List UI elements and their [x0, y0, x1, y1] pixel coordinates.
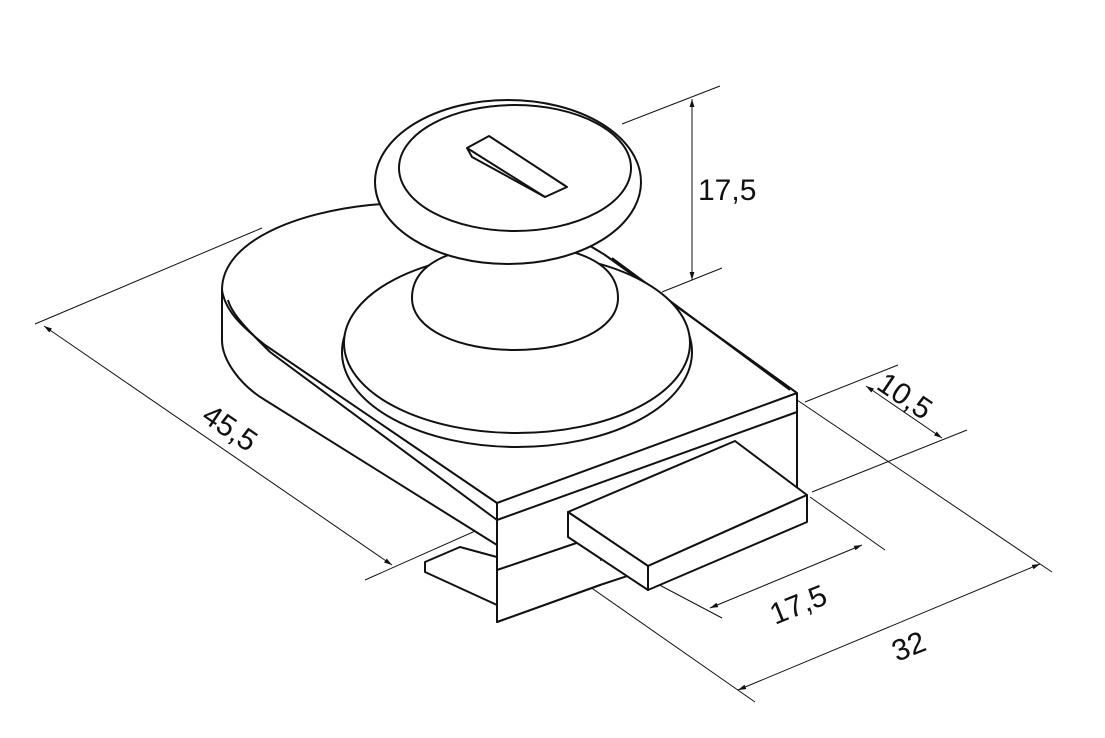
knob [341, 99, 693, 448]
key-slot-icon [466, 135, 568, 198]
dim-bolt-thickness-label: 10,5 [871, 366, 938, 426]
extension-lines [34, 85, 1053, 703]
dim-bolt-length-label: 17,5 [765, 579, 832, 631]
dim-body-width-label: 32 [887, 625, 930, 668]
dim-knob-height-label: 17,5 [698, 174, 756, 207]
dim-body-length-label: 45,5 [196, 398, 263, 458]
bolt [567, 440, 808, 591]
dimension-lines [43, 99, 1041, 691]
